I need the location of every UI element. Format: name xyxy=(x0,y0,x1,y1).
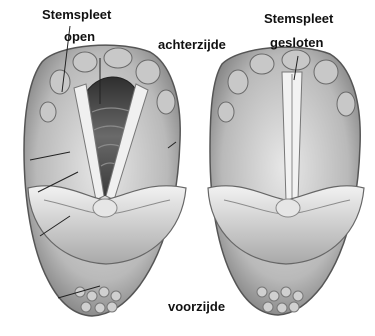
larynx-open-view xyxy=(24,26,186,316)
tubercle-left xyxy=(93,199,117,217)
larynx-closed-view xyxy=(208,47,364,315)
left-title-label: Stemspleet xyxy=(42,8,111,21)
right-state-label: gesloten xyxy=(270,36,323,49)
front-side-label: voorzijde xyxy=(168,300,225,313)
tubercle-right xyxy=(276,199,300,217)
back-side-label: achterzijde xyxy=(158,38,226,51)
left-state-label: open xyxy=(64,30,95,43)
right-title-label: Stemspleet xyxy=(264,12,333,25)
